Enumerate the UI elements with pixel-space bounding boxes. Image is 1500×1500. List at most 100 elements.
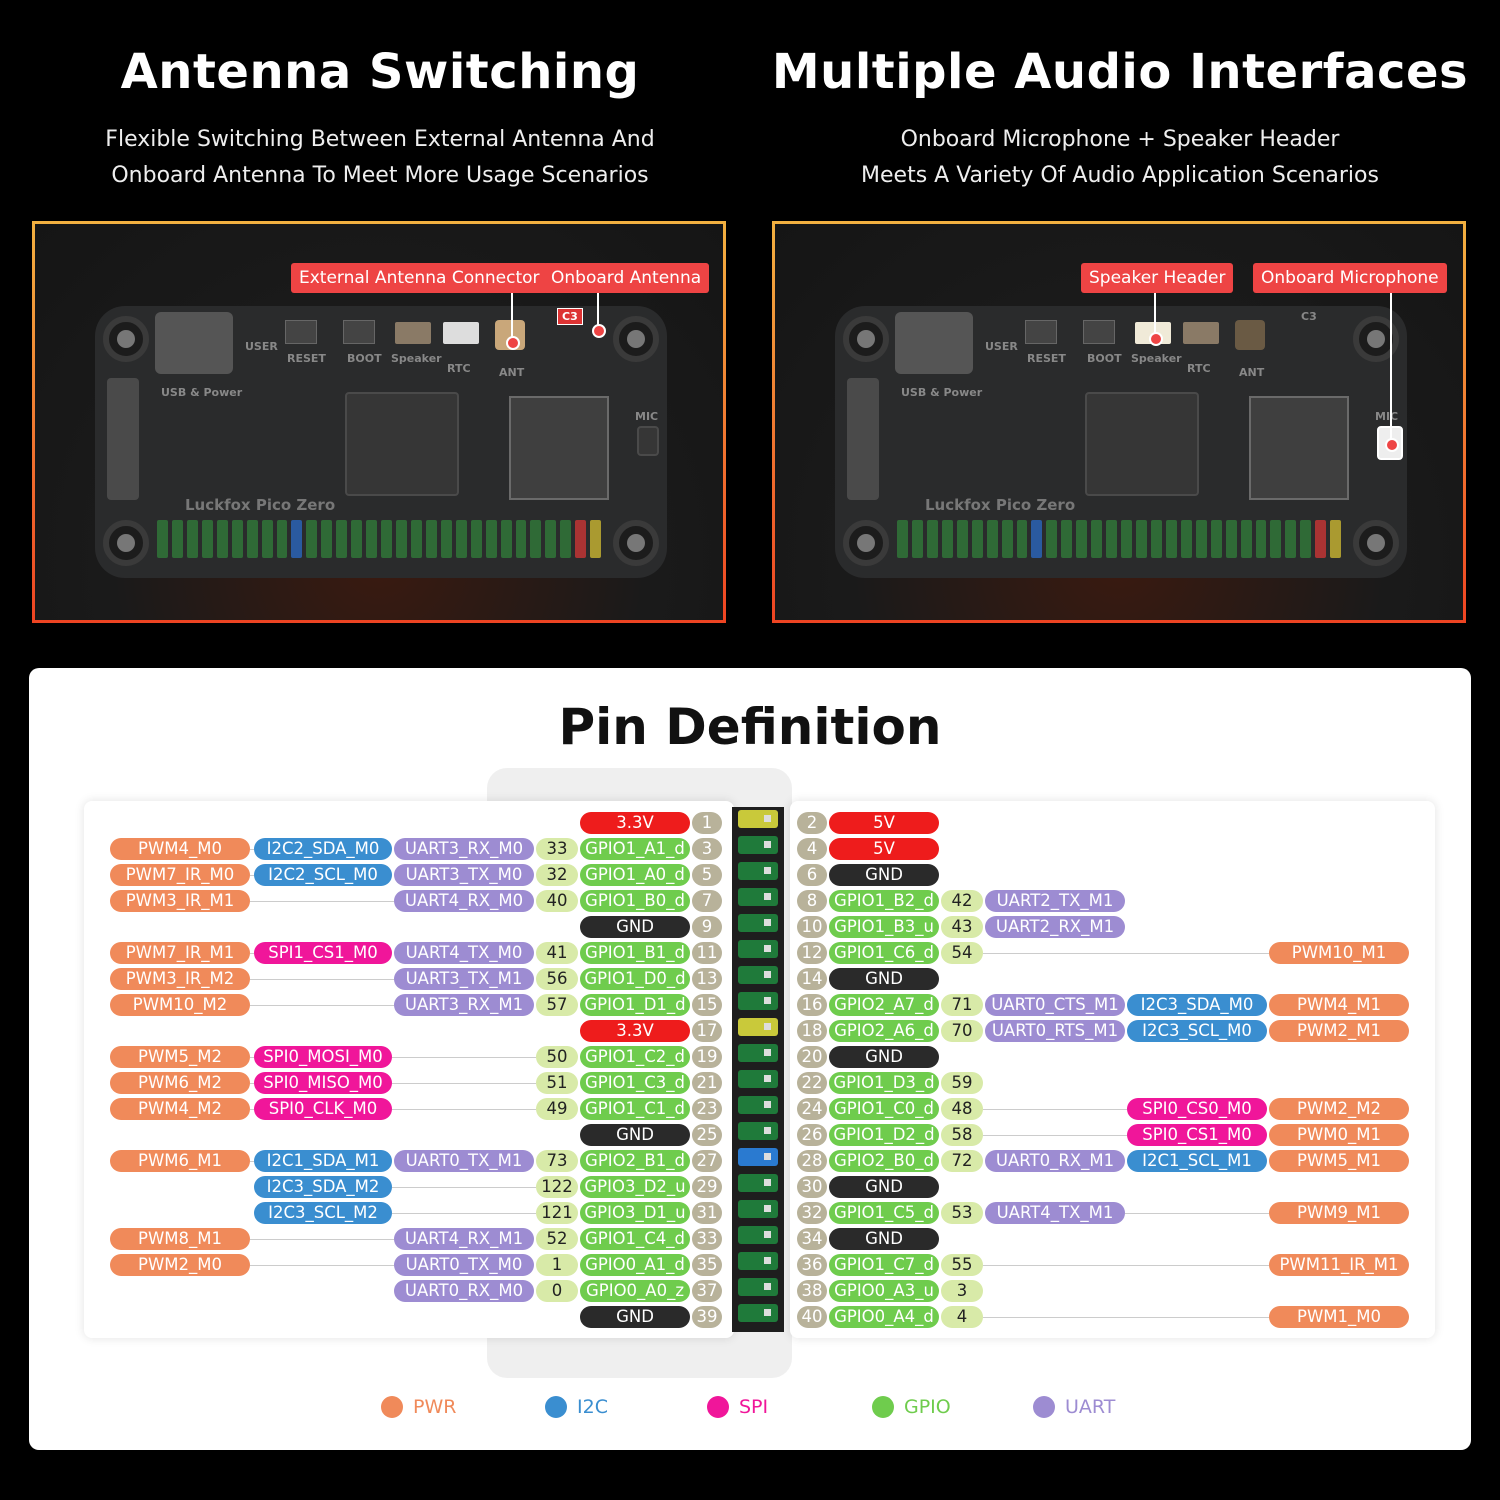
pin-number: 18 [797, 1020, 827, 1042]
pin-number: 30 [797, 1176, 827, 1198]
i2c-function: I2C3_SDA_M2 [254, 1176, 392, 1198]
pin-name: GPIO1_C3_d [580, 1072, 690, 1094]
header-pin [738, 966, 778, 984]
i2c-function: I2C2_SDA_M0 [254, 838, 392, 860]
gpio-number: 43 [941, 916, 983, 938]
row-connector-line [983, 1135, 1127, 1136]
uart-function: UART3_TX_M1 [394, 968, 534, 990]
pin-name: GPIO1_B3_u [829, 916, 939, 938]
board-rtc-label: RTC [447, 362, 471, 375]
row-connector-line [983, 953, 1269, 954]
uart-function: UART2_RX_M1 [985, 916, 1125, 938]
gpio-number: 1 [536, 1254, 578, 1276]
pin-name: GPIO1_B1_d [580, 942, 690, 964]
header-pin [738, 1226, 778, 1244]
pwm-function: PWM10_M2 [110, 994, 250, 1016]
pin-name: GND [829, 1176, 939, 1198]
antenna-subtitle-line-2: Onboard Antenna To Meet More Usage Scena… [111, 163, 649, 188]
pwm-function: PWM2_M1 [1269, 1020, 1409, 1042]
uart-function: UART4_RX_M0 [394, 890, 534, 912]
pin-name: GPIO0_A4_d [829, 1306, 939, 1328]
pin-name: GND [580, 916, 690, 938]
header-pin [738, 862, 778, 880]
pin-number: 17 [692, 1020, 722, 1042]
antenna-board-panel: USER RESET BOOT Speaker RTC ANT C3 USB &… [32, 221, 726, 623]
pin-name: GPIO0_A1_d [580, 1254, 690, 1276]
pin-number: 27 [692, 1150, 722, 1172]
pwm-function: PWM11_IR_M1 [1269, 1254, 1409, 1276]
uart-function: UART2_TX_M1 [985, 890, 1125, 912]
row-connector-line [250, 1005, 394, 1006]
header-pin [738, 992, 778, 1010]
legend-label: UART [1065, 1396, 1116, 1418]
pin-number: 2 [797, 812, 827, 834]
pwm-function: PWM10_M1 [1269, 942, 1409, 964]
gpio-number: 32 [536, 864, 578, 886]
uart-function: UART0_TX_M0 [394, 1254, 534, 1276]
pin-name: GPIO2_B1_d [580, 1150, 690, 1172]
pin-number: 35 [692, 1254, 722, 1276]
gpio-number: 0 [536, 1280, 578, 1302]
row-connector-line [250, 979, 394, 980]
pin-name: GPIO3_D1_u [580, 1202, 690, 1224]
pwm-function: PWM6_M2 [110, 1072, 250, 1094]
pin-number: 1 [692, 812, 722, 834]
pin-number: 36 [797, 1254, 827, 1276]
legend-item-uart: UART [1033, 1396, 1115, 1418]
uart-function: UART3_TX_M0 [394, 864, 534, 886]
pin-name: GPIO1_A1_d [580, 838, 690, 860]
legend-label: SPI [739, 1396, 769, 1418]
row-connector-line [392, 1109, 536, 1110]
header-pin [738, 1174, 778, 1192]
pwm-function: PWM7_IR_M1 [110, 942, 250, 964]
board-boot-label: BOOT [347, 352, 382, 365]
spi-function: SPI0_MOSI_M0 [254, 1046, 392, 1068]
gpio-number: 52 [536, 1228, 578, 1250]
uart-function: UART4_TX_M1 [985, 1202, 1125, 1224]
header-pin [738, 1122, 778, 1140]
pin-number: 40 [797, 1306, 827, 1328]
i2c-function: I2C3_SCL_M2 [254, 1202, 392, 1224]
row-connector-line [250, 875, 254, 876]
legend-label: I2C [577, 1396, 608, 1418]
row-connector-line [250, 1161, 254, 1162]
pin-name: GPIO1_D2_d [829, 1124, 939, 1146]
pwm-function: PWM4_M0 [110, 838, 250, 860]
pin-definition-title: Pin Definition [558, 698, 942, 756]
pin-number: 20 [797, 1046, 827, 1068]
header-pin [738, 1278, 778, 1296]
antenna-section-subtitle: Flexible Switching Between External Ante… [30, 122, 730, 194]
gpio-number: 57 [536, 994, 578, 1016]
legend-item-spi: SPI [707, 1396, 768, 1418]
pin-number: 32 [797, 1202, 827, 1224]
pin-name: GPIO1_A0_d [580, 864, 690, 886]
gpio-number: 59 [941, 1072, 983, 1094]
row-connector-line [392, 1083, 536, 1084]
pwm-function: PWM0_M1 [1269, 1124, 1409, 1146]
row-connector-line [250, 1239, 394, 1240]
board-brand-label-2: Luckfox Pico Zero [925, 496, 1076, 514]
uart-function: UART4_RX_M1 [394, 1228, 534, 1250]
row-connector-line [250, 1265, 394, 1266]
header-pin [738, 836, 778, 854]
pwm-function: PWM2_M0 [110, 1254, 250, 1276]
i2c-function: I2C3_SCL_M0 [1127, 1020, 1267, 1042]
row-connector-line [392, 1187, 536, 1188]
pin-number: 39 [692, 1306, 722, 1328]
pin-number: 4 [797, 838, 827, 860]
header-pin [738, 888, 778, 906]
pwm-function: PWM5_M1 [1269, 1150, 1409, 1172]
header-pin [738, 1304, 778, 1322]
gpio-number: 42 [941, 890, 983, 912]
gpio-number: 49 [536, 1098, 578, 1120]
header-pin [738, 1018, 778, 1036]
pin-number: 38 [797, 1280, 827, 1302]
pin-name: GPIO1_B2_d [829, 890, 939, 912]
row-connector-line [250, 849, 254, 850]
gpio-number: 70 [941, 1020, 983, 1042]
pin-number: 29 [692, 1176, 722, 1198]
onboard-microphone-callout: Onboard Microphone [1253, 263, 1447, 293]
i2c-function: I2C1_SDA_M1 [254, 1150, 392, 1172]
pin-number: 6 [797, 864, 827, 886]
pin-name: GND [580, 1124, 690, 1146]
